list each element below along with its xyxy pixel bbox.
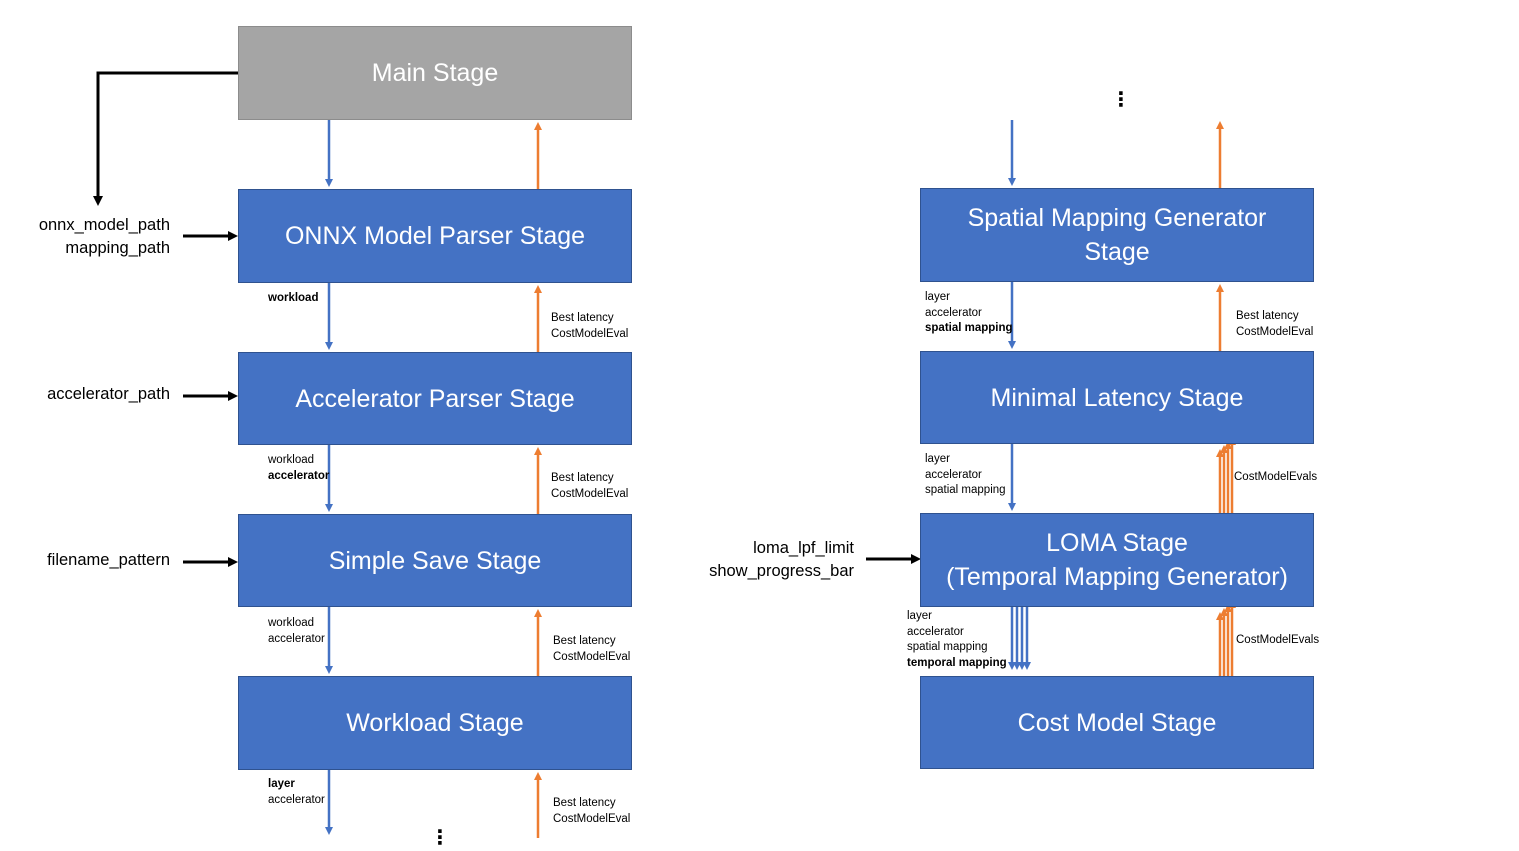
return-item: Best latency xyxy=(551,312,614,324)
payload-item: accelerator xyxy=(925,306,982,319)
loma-stage-box: LOMA Stage (Temporal Mapping Generator) xyxy=(920,513,1314,607)
input-param: accelerator_path xyxy=(47,385,170,403)
up-label: Best latency CostModelEval xyxy=(553,796,630,827)
return-item: CostModelEval xyxy=(551,487,629,500)
spatial-stage-title-line: Stage xyxy=(1084,238,1150,266)
payload-item: accelerator xyxy=(268,469,330,482)
workload-stage-title: Workload Stage xyxy=(346,709,524,737)
workload-stage-box: Workload Stage xyxy=(238,676,632,770)
minimal-latency-stage-box: Minimal Latency Stage xyxy=(920,351,1314,444)
down-label-minimal-to-loma: layer accelerator spatial mapping xyxy=(925,452,1006,499)
return-item: CostModelEval xyxy=(553,812,631,825)
up-label-cost-to-loma: CostModelEvals xyxy=(1236,633,1319,649)
down-arrow-bundle xyxy=(1008,607,1031,670)
onnx-parser-stage-box: ONNX Model Parser Stage xyxy=(238,189,632,283)
payload-item: spatial mapping xyxy=(925,484,1006,496)
input-param: filename_pattern xyxy=(47,551,170,569)
continuation-dots-right: ⋮ xyxy=(1111,89,1131,111)
return-item: CostModelEvals xyxy=(1236,634,1320,646)
return-item: Best latency xyxy=(551,472,614,484)
up-label: Best latency CostModelEval xyxy=(553,634,630,665)
payload-item: layer xyxy=(907,610,932,622)
down-label-onnx-to-accelerator: workload xyxy=(268,291,318,307)
input-param: onnx_model_path xyxy=(38,216,170,234)
spatial-stage-title-line: Spatial Mapping Generator xyxy=(967,204,1267,232)
payload-item: accelerator xyxy=(925,468,982,481)
payload-item: temporal mapping xyxy=(907,656,1007,669)
payload-item: accelerator xyxy=(907,625,964,638)
payload-item: workload xyxy=(268,454,315,466)
return-item: Best latency xyxy=(553,797,616,809)
spatial-mapping-generator-stage-box: Spatial Mapping Generator Stage xyxy=(920,188,1314,282)
accelerator-input: accelerator_path xyxy=(47,383,170,406)
up-arrow-bundle xyxy=(1216,600,1236,676)
return-item: Best latency xyxy=(1236,310,1299,322)
loma-inputs: loma_lpf_limit show_progress_bar xyxy=(709,537,854,583)
up-label: Best latency CostModelEval xyxy=(551,311,628,342)
payload-item: accelerator xyxy=(268,793,325,806)
simple-save-stage-title: Simple Save Stage xyxy=(328,546,542,575)
input-param: loma_lpf_limit xyxy=(753,539,854,557)
loma-stage-title-line: (Temporal Mapping Generator) xyxy=(946,563,1288,591)
down-label-workload-out: layer accelerator xyxy=(268,777,325,808)
down-label-save-to-workload: workload accelerator xyxy=(268,616,325,647)
payload-item: spatial mapping xyxy=(925,322,1013,334)
down-label-loma-to-cost: layer accelerator spatial mapping tempor… xyxy=(907,609,1007,671)
payload-item: layer xyxy=(925,291,950,303)
input-param: mapping_path xyxy=(65,239,170,257)
onnx-parser-stage-title: ONNX Model Parser Stage xyxy=(284,222,586,250)
main-to-inputs-arrow xyxy=(93,71,239,206)
save-input: filename_pattern xyxy=(47,549,170,572)
onnx-inputs: onnx_model_path mapping_path xyxy=(39,214,170,260)
return-item: CostModelEval xyxy=(551,327,629,340)
input-param: show_progress_bar xyxy=(709,562,854,580)
continuation-dots-left: ⋮ xyxy=(430,827,450,849)
up-arrow-bundle xyxy=(1216,437,1236,513)
up-label-loma-to-minimal: CostModelEvals xyxy=(1234,470,1317,486)
loma-stage-title-line: LOMA Stage xyxy=(1046,529,1188,557)
simple-save-stage-box: Simple Save Stage xyxy=(238,514,632,607)
return-item: CostModelEval xyxy=(1236,325,1314,338)
return-item: CostModelEvals xyxy=(1234,471,1318,483)
payload-item: layer xyxy=(268,778,295,790)
cost-model-stage-box: Cost Model Stage xyxy=(920,676,1314,769)
down-label-spatial-to-minimal: layer accelerator spatial mapping xyxy=(925,290,1013,337)
payload-item: spatial mapping xyxy=(907,641,988,653)
main-stage-title: Main Stage xyxy=(371,59,499,87)
up-label: Best latency CostModelEval xyxy=(551,471,628,502)
accelerator-parser-stage-box: Accelerator Parser Stage xyxy=(238,352,632,445)
up-label-minimal-to-spatial: Best latency CostModelEval xyxy=(1236,309,1313,340)
minimal-latency-stage-title: Minimal Latency Stage xyxy=(990,383,1244,412)
return-item: CostModelEval xyxy=(553,650,631,663)
return-item: Best latency xyxy=(553,635,616,647)
payload-item: workload xyxy=(268,292,319,304)
payload-item: layer xyxy=(925,453,950,465)
down-label-accelerator-to-save: workload accelerator xyxy=(268,453,329,484)
payload-item: accelerator xyxy=(268,632,325,645)
payload-item: workload xyxy=(268,617,315,629)
main-stage-box: Main Stage xyxy=(238,26,632,120)
accelerator-parser-stage-title: Accelerator Parser Stage xyxy=(295,384,575,413)
cost-model-stage-title: Cost Model Stage xyxy=(1017,708,1217,737)
